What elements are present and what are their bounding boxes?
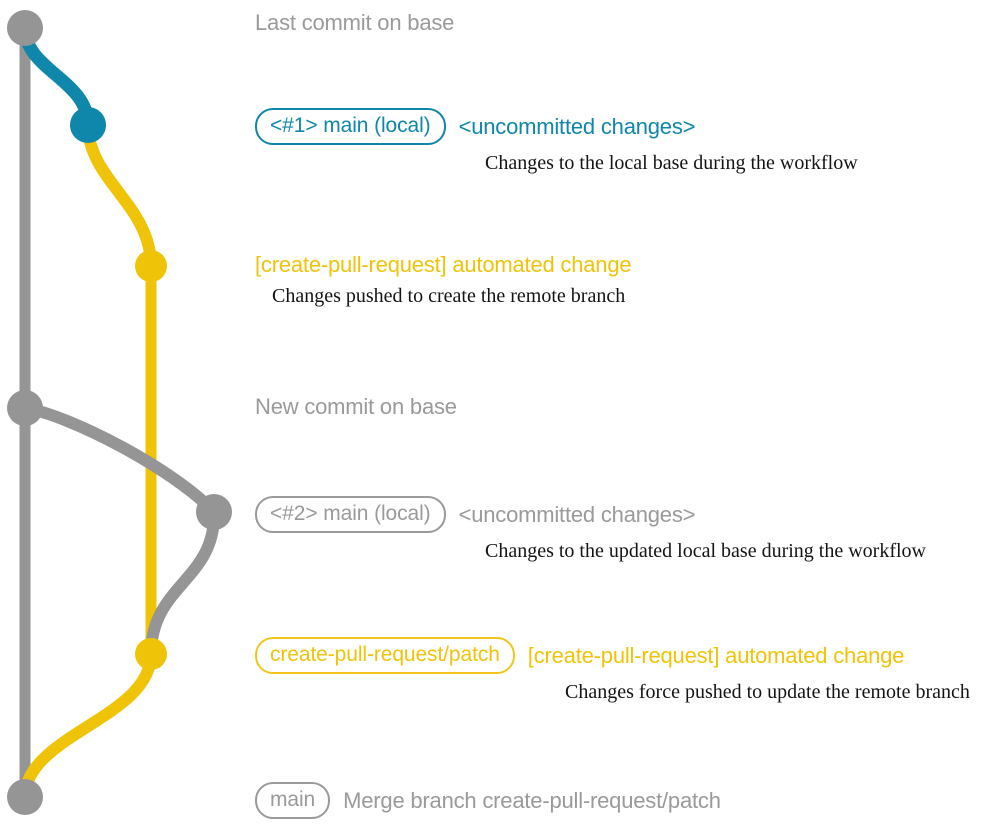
commit-subject: [create-pull-request] automated change [527,642,905,668]
commit-subject: New commit on base [255,394,457,419]
row-head: Last commit on base [255,10,454,36]
commit-node-patch-1[interactable] [135,250,167,282]
commit-node-patch-2[interactable] [135,638,167,670]
commit-row-new-commit-on-base: New commit on base [255,394,457,420]
commit-row-last-commit-on-base: Last commit on base [255,10,454,36]
edge-local-1-to-patch-1 [82,119,157,272]
branch-pill-main-local-2[interactable]: <#2> main (local) [255,496,446,533]
commit-node-local-2[interactable] [196,494,232,530]
commit-node-merge[interactable] [7,779,43,815]
edge-local-2-to-patch-2 [145,506,221,660]
branch-pill-create-pull-request-patch[interactable]: create-pull-request/patch [255,637,515,674]
commit-row-local-1: <#1> main (local) <uncommitted changes> … [255,108,858,175]
commit-row-local-2: <#2> main (local) <uncommitted changes> … [255,496,926,563]
branch-pill-main[interactable]: main [255,782,331,819]
row-head: [create-pull-request] automated change [255,252,632,278]
commit-description: Changes force pushed to update the remot… [565,681,970,703]
row-head: <#1> main (local) <uncommitted changes> [255,108,858,145]
row-head: create-pull-request/patch [create-pull-r… [255,637,970,674]
commit-subject: <uncommitted changes> [458,501,696,527]
edge-base-to-local-2 [19,402,220,518]
commit-subject: Merge branch create-pull-request/patch [343,787,721,813]
commit-row-automated-change-1: [create-pull-request] automated change C… [255,252,632,308]
commit-node-local-1[interactable] [70,107,106,143]
commit-description: Changes to the updated local base during… [485,540,926,562]
row-head: main Merge branch create-pull-request/pa… [255,782,721,819]
commit-row-automated-change-2: create-pull-request/patch [create-pull-r… [255,637,970,704]
commit-description: Changes to the local base during the wor… [485,152,858,174]
commit-node-base-top[interactable] [7,10,43,46]
edge-patch-2-to-merge [19,648,157,803]
commit-graph [7,10,232,815]
commit-node-base-new[interactable] [7,390,43,426]
commit-subject: [create-pull-request] automated change [255,252,632,277]
row-head: <#2> main (local) <uncommitted changes> [255,496,926,533]
row-head: New commit on base [255,394,457,420]
commit-subject: <uncommitted changes> [458,113,696,139]
commit-subject: Last commit on base [255,10,455,35]
branch-pill-main-local-1[interactable]: <#1> main (local) [255,108,446,145]
commit-row-merge: main Merge branch create-pull-request/pa… [255,782,721,819]
commit-description: Changes pushed to create the remote bran… [272,285,626,307]
